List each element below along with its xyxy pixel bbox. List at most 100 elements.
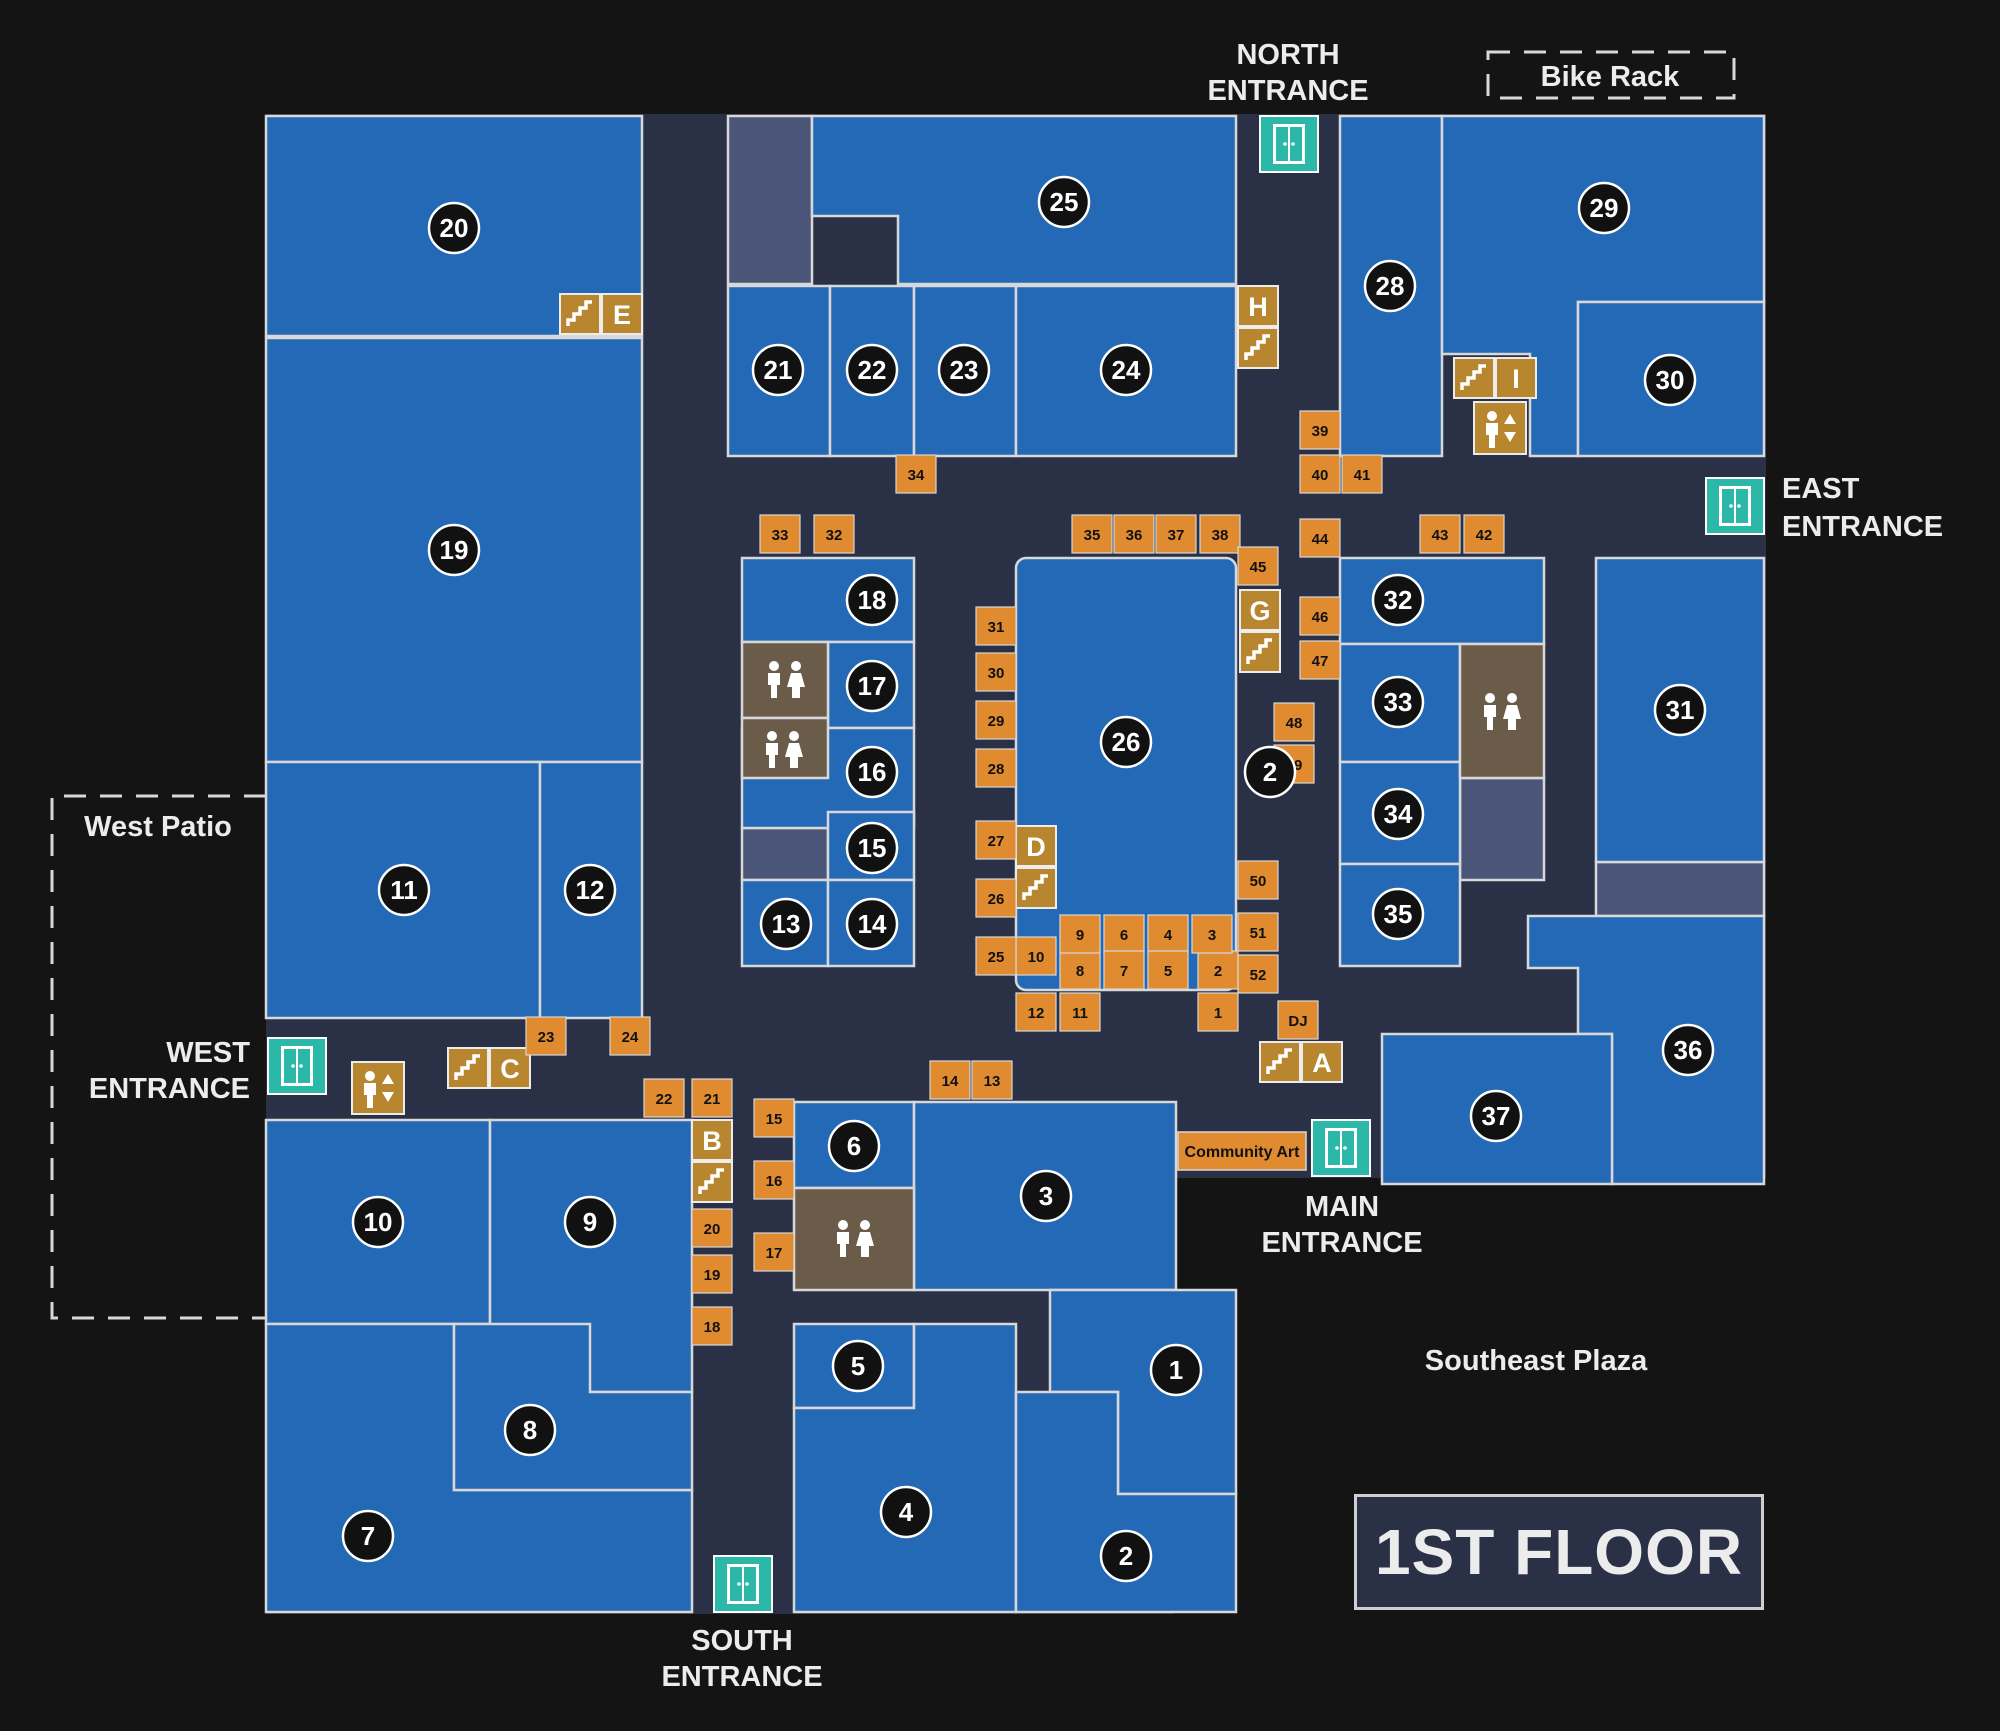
kiosk-22[interactable]: 22: [643, 1078, 685, 1118]
store-21-badge[interactable]: 21: [751, 343, 805, 397]
kiosk-13[interactable]: 13: [971, 1060, 1013, 1100]
kiosk-2[interactable]: 2: [1197, 950, 1239, 990]
kiosk-43[interactable]: 43: [1419, 514, 1461, 554]
restroom-block[interactable]: [1458, 642, 1546, 780]
store-9-badge[interactable]: 9: [563, 1195, 617, 1249]
store-12-badge[interactable]: 12: [563, 863, 617, 917]
stairs-b[interactable]: B: [691, 1119, 733, 1203]
store-4-badge[interactable]: 4: [879, 1485, 933, 1539]
kiosk-15[interactable]: 15: [753, 1098, 795, 1138]
kiosk-20[interactable]: 20: [691, 1208, 733, 1248]
kiosk-14[interactable]: 14: [929, 1060, 971, 1100]
kiosk-21[interactable]: 21: [691, 1078, 733, 1118]
restroom-elevator-icon[interactable]: [1473, 401, 1527, 455]
restroom-elevator-icon[interactable]: [351, 1061, 405, 1115]
store-10-badge[interactable]: 10: [351, 1195, 405, 1249]
kiosk-31[interactable]: 31: [975, 606, 1017, 646]
door-icon[interactable]: [267, 1037, 327, 1095]
kiosk-37[interactable]: 37: [1155, 514, 1197, 554]
kiosk-27[interactable]: 27: [975, 820, 1017, 860]
kiosk-6[interactable]: 6: [1103, 914, 1145, 954]
store-11-badge[interactable]: 11: [377, 863, 431, 917]
family-restroom-block[interactable]: [740, 716, 830, 780]
store-32-badge[interactable]: 32: [1371, 573, 1425, 627]
store-32-block[interactable]: [1338, 556, 1546, 646]
kiosk-28[interactable]: 28: [975, 748, 1017, 788]
stairs-a[interactable]: A: [1259, 1041, 1343, 1083]
kiosk-33[interactable]: 33: [759, 514, 801, 554]
store-7-badge[interactable]: 7: [341, 1509, 395, 1563]
store-24-badge[interactable]: 24: [1099, 343, 1153, 397]
kiosk-4[interactable]: 4: [1147, 914, 1189, 954]
store-35-badge[interactable]: 35: [1371, 887, 1425, 941]
kiosk-12[interactable]: 12: [1015, 992, 1057, 1032]
kiosk-3[interactable]: 3: [1191, 914, 1233, 954]
kiosk-50[interactable]: 50: [1237, 860, 1279, 900]
store-4-block[interactable]: [792, 1322, 1018, 1614]
kiosk-40[interactable]: 40: [1299, 454, 1341, 494]
kiosk-41[interactable]: 41: [1341, 454, 1383, 494]
kiosk-30[interactable]: 30: [975, 652, 1017, 692]
store-36-badge[interactable]: 36: [1661, 1023, 1715, 1077]
store-14-badge[interactable]: 14: [845, 897, 899, 951]
store-17-badge[interactable]: 17: [845, 659, 899, 713]
stairs-i[interactable]: I: [1453, 357, 1537, 399]
kiosk-45[interactable]: 45: [1237, 546, 1279, 586]
store-22-badge[interactable]: 22: [845, 343, 899, 397]
kiosk-34[interactable]: 34: [895, 454, 937, 494]
kiosk-7[interactable]: 7: [1103, 950, 1145, 990]
kiosk-5[interactable]: 5: [1147, 950, 1189, 990]
store-23-badge[interactable]: 23: [937, 343, 991, 397]
stairs-e[interactable]: E: [559, 293, 643, 335]
store-18-badge[interactable]: 18: [845, 573, 899, 627]
kiosk-26[interactable]: 26: [975, 878, 1017, 918]
store-3-badge[interactable]: 3: [1019, 1169, 1073, 1223]
kiosk-42[interactable]: 42: [1463, 514, 1505, 554]
kiosk-1[interactable]: 1: [1197, 992, 1239, 1032]
stairs-g[interactable]: G: [1239, 589, 1281, 673]
door-icon[interactable]: [1705, 477, 1765, 535]
kiosk-29[interactable]: 29: [975, 700, 1017, 740]
community-art-kiosk[interactable]: Community Art: [1177, 1131, 1307, 1171]
kiosk-dj[interactable]: DJ: [1277, 1000, 1319, 1040]
store-28-badge[interactable]: 28: [1363, 259, 1417, 313]
store-30-badge[interactable]: 30: [1643, 353, 1697, 407]
door-icon[interactable]: [1311, 1119, 1371, 1177]
store-34-badge[interactable]: 34: [1371, 787, 1425, 841]
kiosk-23[interactable]: 23: [525, 1016, 567, 1056]
kiosk-16[interactable]: 16: [753, 1160, 795, 1200]
store-19-badge[interactable]: 19: [427, 523, 481, 577]
store-2-badge[interactable]: 2: [1099, 1529, 1153, 1583]
kiosk-9[interactable]: 9: [1059, 914, 1101, 954]
kiosk-44[interactable]: 44: [1299, 518, 1341, 558]
store-1-badge[interactable]: 1: [1149, 1343, 1203, 1397]
kiosk-39[interactable]: 39: [1299, 410, 1341, 450]
kiosk-46[interactable]: 46: [1299, 596, 1341, 636]
kiosk-35[interactable]: 35: [1071, 514, 1113, 554]
store-2-block[interactable]: [1014, 1390, 1238, 1614]
store-25-badge[interactable]: 25: [1037, 175, 1091, 229]
store-16-badge[interactable]: 16: [845, 745, 899, 799]
kiosk-36[interactable]: 36: [1113, 514, 1155, 554]
kiosk-51[interactable]: 51: [1237, 912, 1279, 952]
store-13-badge[interactable]: 13: [759, 897, 813, 951]
store-5-badge[interactable]: 5: [831, 1339, 885, 1393]
store-33-badge[interactable]: 33: [1371, 675, 1425, 729]
kiosk-18[interactable]: 18: [691, 1306, 733, 1346]
store-8-badge[interactable]: 8: [503, 1403, 557, 1457]
store-27-badge[interactable]: 2: [1243, 745, 1297, 799]
kiosk-38[interactable]: 38: [1199, 514, 1241, 554]
stairs-h[interactable]: H: [1237, 285, 1279, 369]
restroom-block[interactable]: [792, 1186, 916, 1292]
kiosk-48[interactable]: 48: [1273, 702, 1315, 742]
store-31-block[interactable]: [1594, 556, 1766, 864]
door-icon[interactable]: [1259, 115, 1319, 173]
kiosk-11[interactable]: 11: [1059, 992, 1101, 1032]
store-15-badge[interactable]: 15: [845, 821, 899, 875]
stairs-c[interactable]: C: [447, 1047, 531, 1089]
store-25-block[interactable]: [810, 114, 1238, 286]
kiosk-24[interactable]: 24: [609, 1016, 651, 1056]
store-31-badge[interactable]: 31: [1653, 683, 1707, 737]
kiosk-17[interactable]: 17: [753, 1232, 795, 1272]
store-26-badge[interactable]: 26: [1099, 715, 1153, 769]
